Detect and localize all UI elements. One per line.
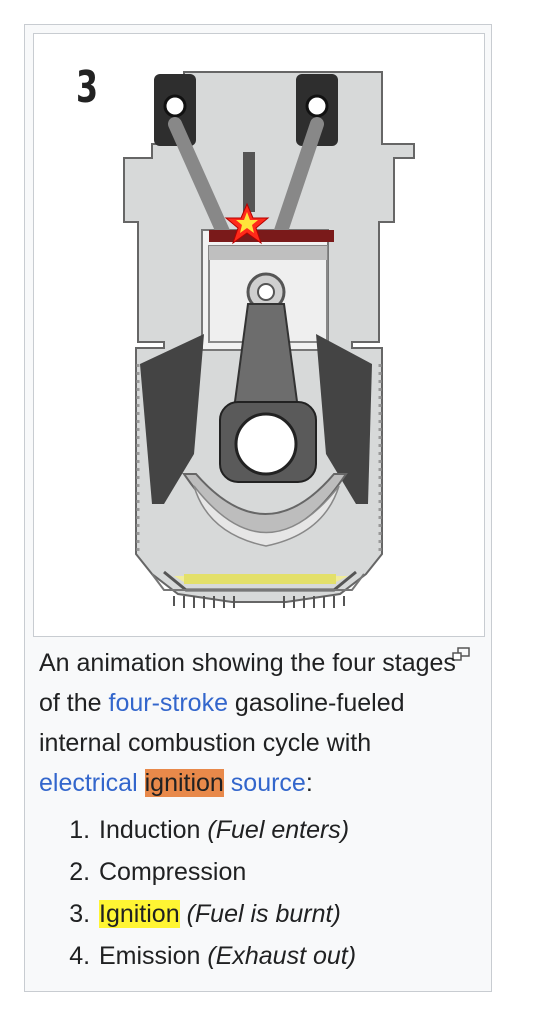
stage-name: Compression (99, 858, 247, 886)
four-stroke-link[interactable]: four-stroke (108, 689, 228, 717)
engine-animation-image[interactable]: 3 (33, 33, 485, 637)
electrical-link[interactable]: electrical (39, 769, 138, 797)
stage-name: Induction (99, 816, 201, 844)
image-thumbnail: 3 An animation showing the four stages o… (24, 24, 492, 992)
stage-name: Emission (99, 942, 201, 970)
highlighted-ignition-text: ignition (144, 769, 224, 797)
enlarge-icon[interactable] (451, 647, 471, 663)
stage-note: (Fuel enters) (207, 816, 350, 844)
stage-note: (Fuel is burnt) (186, 900, 341, 928)
source-link[interactable]: source (230, 769, 306, 797)
stage-note: (Exhaust out) (207, 942, 357, 970)
list-item: Induction (Fuel enters) (97, 809, 356, 851)
caption-space (224, 769, 231, 797)
list-item: Ignition (Fuel is burnt) (97, 893, 356, 935)
caption-text: An animation showing the four stages of … (39, 649, 456, 717)
list-item: Compression (97, 851, 356, 893)
four-stroke-engine-illustration (123, 71, 415, 608)
image-caption: An animation showing the four stages of … (39, 643, 459, 803)
stage-name-highlighted: Ignition (99, 900, 180, 928)
caption-text: gasoline-fueled internal combustion cycl… (39, 689, 405, 757)
animation-frame-number: 3 (76, 62, 99, 113)
caption-text: : (305, 769, 313, 797)
caption-space (138, 769, 145, 797)
list-item: Emission (Exhaust out) (97, 935, 356, 977)
stages-list: Induction (Fuel enters) Compression Igni… (63, 809, 356, 977)
